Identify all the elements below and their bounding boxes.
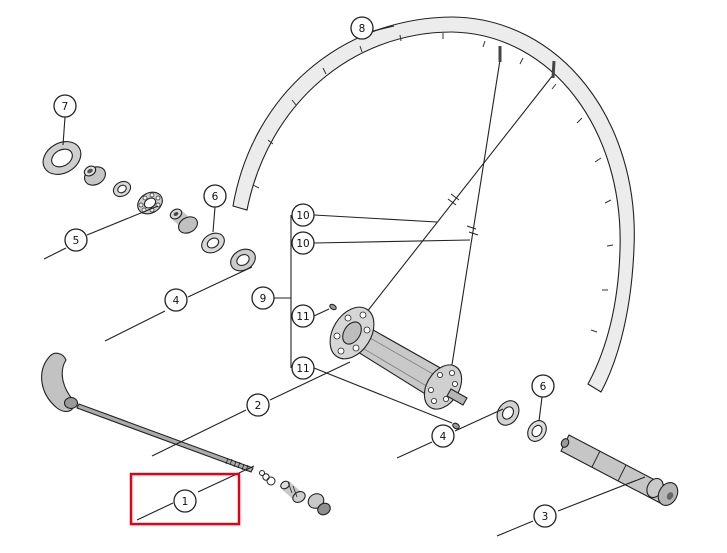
hub-body (329, 303, 468, 430)
callout-8: 8 (350, 16, 374, 40)
callout-9: 9 (251, 286, 275, 310)
skewer-spring-cone (280, 480, 306, 503)
part-seal-washer (112, 180, 132, 198)
svg-text:5: 5 (73, 235, 80, 247)
rim-spoke-holes (252, 33, 614, 333)
hub-axle (560, 434, 679, 506)
svg-text:9: 9 (260, 293, 267, 305)
svg-text:8: 8 (359, 23, 366, 35)
svg-text:4: 4 (173, 295, 180, 307)
callout-6-left: 6 (203, 184, 227, 208)
spoke-break-marks (447, 193, 479, 236)
skewer-spring-small (259, 470, 276, 486)
callout-4-left: 4 (164, 288, 188, 312)
svg-text:2: 2 (255, 400, 262, 412)
svg-text:4: 4 (440, 431, 447, 443)
part-lock-cone (42, 141, 82, 175)
svg-text:7: 7 (62, 101, 69, 113)
part-washer (201, 232, 225, 254)
skewer-rod (76, 403, 254, 473)
callout-5: 5 (64, 228, 88, 252)
callout-1: 1 (173, 489, 197, 513)
svg-text:1: 1 (182, 496, 189, 508)
axle-lockring (496, 400, 520, 426)
quick-release-lever (41, 352, 79, 412)
callout-10-bottom: 10 (291, 231, 315, 255)
spoke-nipple-part (329, 303, 337, 311)
part-ball-bearing-retainer (137, 191, 163, 215)
svg-text:6: 6 (212, 191, 219, 203)
part-cone-nut (169, 208, 198, 234)
wheel-rim (232, 16, 635, 393)
callout-2: 2 (246, 393, 270, 417)
callout-11-bottom: 11 (291, 356, 315, 380)
svg-text:10: 10 (296, 238, 309, 250)
spokes (354, 46, 556, 391)
leader-lines (43, 25, 646, 537)
callout-10-top: 10 (291, 203, 315, 227)
svg-text:3: 3 (542, 511, 549, 523)
callout-11-top: 11 (291, 304, 315, 328)
callout-4-right: 4 (431, 424, 455, 448)
svg-text:11: 11 (296, 363, 309, 375)
svg-text:6: 6 (540, 381, 547, 393)
part-dust-cap (83, 165, 106, 186)
svg-text:10: 10 (296, 210, 309, 222)
hub-axle-stub (446, 388, 468, 406)
callout-7: 7 (53, 94, 77, 118)
callout-3: 3 (533, 504, 557, 528)
spoke-nipple (551, 60, 556, 79)
callout-6-right: 6 (531, 374, 555, 398)
spoke-nipple-part (452, 422, 460, 430)
svg-text:11: 11 (296, 311, 309, 323)
highlight-box (129, 472, 241, 526)
skewer-end-nut (307, 493, 331, 516)
hub-left-flange (329, 306, 375, 360)
axle-washer (527, 420, 547, 442)
